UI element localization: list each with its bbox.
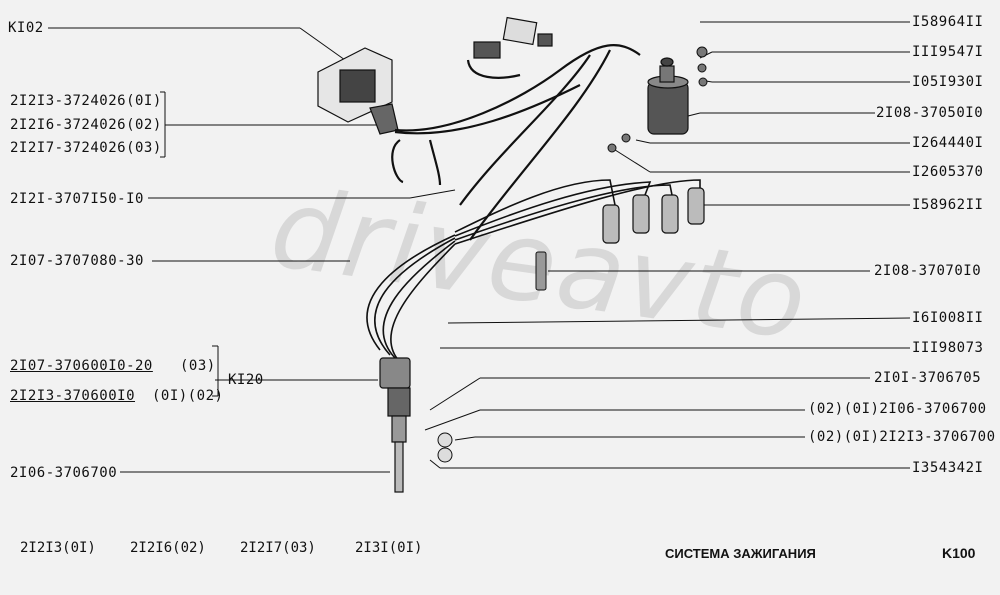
label-r14: I354342I [912, 460, 984, 476]
spark-plug-boots [602, 187, 705, 244]
ignition-coil [647, 57, 689, 135]
distributor [379, 357, 411, 493]
high-voltage-wires [366, 179, 701, 363]
label-21216-harness: 2I2I6-3724026(02) [10, 117, 162, 133]
wiring-harness [391, 44, 641, 241]
label-r7: I58962II [912, 197, 984, 213]
label-r9: I6I008II [912, 310, 984, 326]
spark-plug [535, 251, 547, 291]
label-2107-wire-set: 2I07-3707080-30 [10, 253, 144, 269]
label-r4: 2I08-37050I0 [876, 105, 984, 121]
label-r8: 2I08-37070I0 [874, 263, 982, 279]
label-21213-harness: 2I2I3-3724026(0I) [10, 93, 162, 109]
label-2107-distributor: 2I07-370600I0-20 [10, 358, 153, 374]
label-k120: KI20 [228, 372, 264, 388]
footer-model-2131: 2I3I(0I) [355, 540, 423, 556]
ignition-module [317, 47, 399, 135]
label-r5: I264440I [912, 135, 984, 151]
label-21213-distributor-code: (0I)(02) [152, 388, 224, 404]
small-hardware [437, 46, 708, 463]
label-k102: KI02 [8, 20, 44, 36]
label-r10: III98073 [912, 340, 984, 356]
label-r11: 2I0I-3706705 [874, 370, 982, 386]
connector-plug [473, 16, 553, 59]
section-title: СИСТЕМА ЗАЖИГАНИЯ [665, 546, 816, 561]
label-21217-harness: 2I2I7-3724026(03) [10, 140, 162, 156]
label-r2: III9547I [912, 44, 984, 60]
label-r12: (02)(0I)2I06-3706700 [808, 401, 987, 417]
footer-model-21217: 2I2I7(03) [240, 540, 316, 556]
label-2107-distributor-code: (03) [180, 358, 216, 374]
label-2121-wire: 2I2I-3707I50-I0 [10, 191, 144, 207]
label-r13: (02)(0I)2I2I3-3706700 [808, 429, 996, 445]
footer-model-21213: 2I2I3(0I) [20, 540, 96, 556]
page-code: K100 [942, 545, 976, 561]
label-r3: I05I930I [912, 74, 984, 90]
label-2106-3706700: 2I06-3706700 [10, 465, 118, 481]
label-r1: I58964II [912, 14, 984, 30]
label-21213-distributor: 2I2I3-370600I0 [10, 388, 136, 404]
label-r6: I2605370 [912, 164, 984, 180]
footer-model-21216: 2I2I6(02) [130, 540, 206, 556]
